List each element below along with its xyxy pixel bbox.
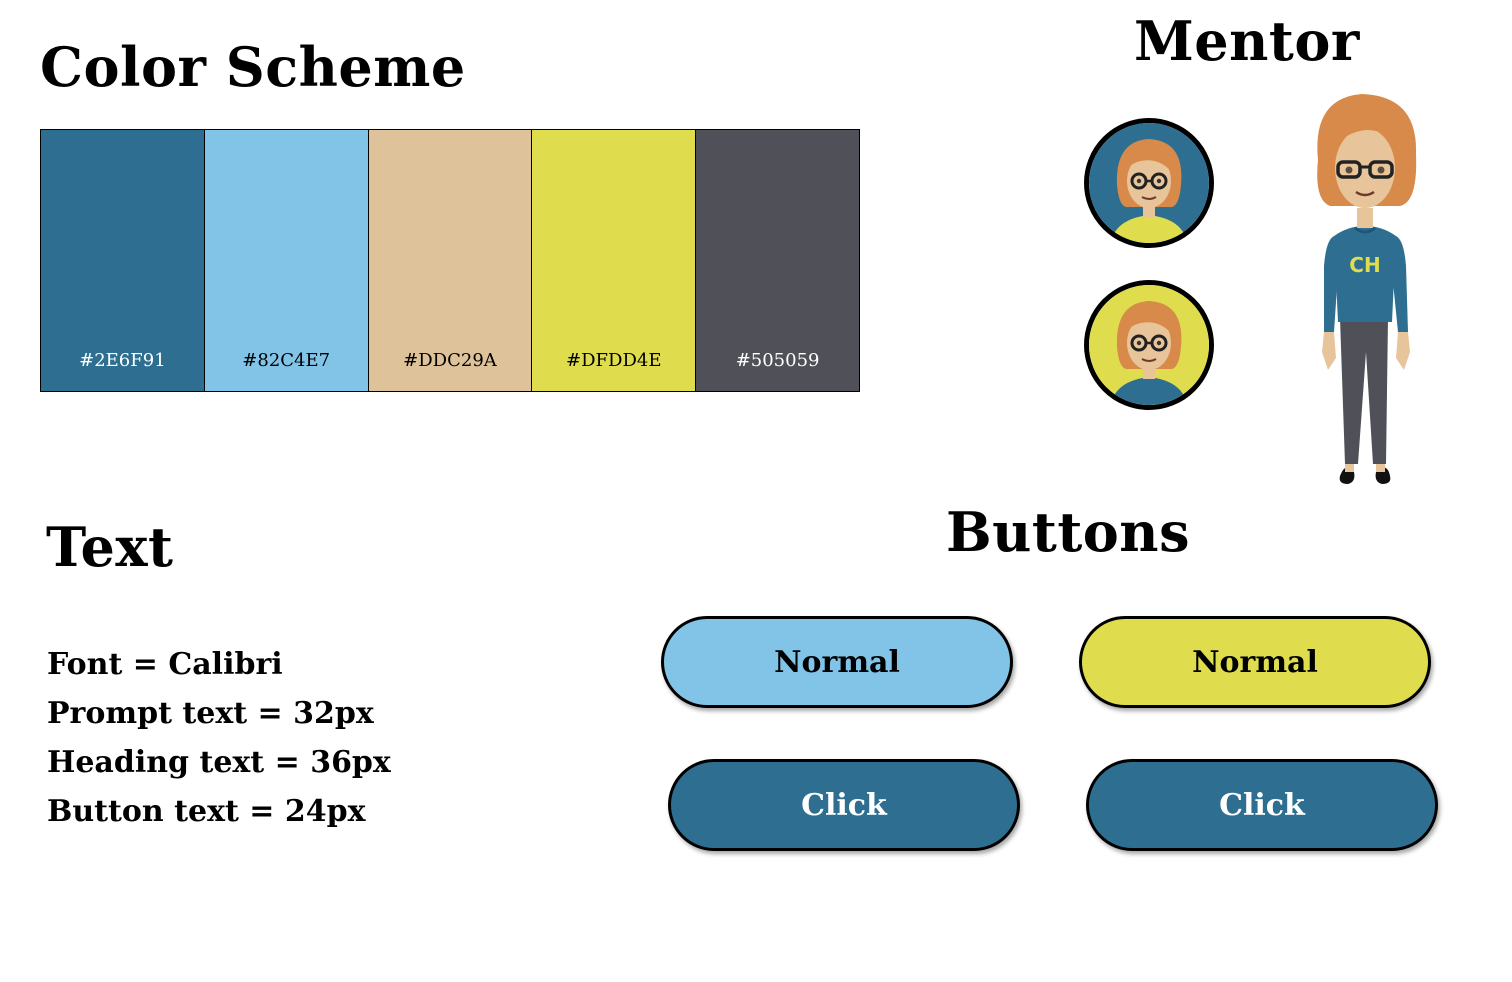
color-scheme-heading: Color Scheme	[40, 35, 466, 99]
color-swatch-5: #505059	[696, 130, 859, 391]
color-swatch-4: #DFDD4E	[532, 130, 697, 391]
normal-button-yellow[interactable]: Normal	[1079, 616, 1431, 708]
mentor-full-body-illustration: CH	[1317, 94, 1417, 484]
mentor-heading: Mentor	[1134, 9, 1360, 73]
prompt-text-spec: Prompt text = 32px	[47, 696, 374, 731]
mentor-avatar-blue	[1084, 118, 1214, 248]
swatch-hex-label: #DDC29A	[403, 350, 497, 371]
color-swatch-1: #2E6F91	[41, 130, 205, 391]
swatch-hex-label: #82C4E7	[242, 350, 331, 371]
buttons-heading: Buttons	[946, 500, 1190, 564]
font-spec: Font = Calibri	[47, 647, 283, 682]
shirt-text: CH	[1349, 253, 1380, 277]
swatch-hex-label: #DFDD4E	[566, 350, 662, 371]
swatch-hex-label: #505059	[735, 350, 820, 371]
mentor-avatar-yellow	[1084, 280, 1214, 410]
mentor-face-icon	[1089, 123, 1209, 243]
text-specs-list: Font = Calibri Prompt text = 32px Headin…	[47, 640, 391, 836]
swatch-hex-label: #2E6F91	[79, 350, 166, 371]
click-button-2[interactable]: Click	[1086, 759, 1438, 851]
color-swatch-3: #DDC29A	[368, 130, 533, 391]
click-button-1[interactable]: Click	[668, 759, 1020, 851]
color-palette: #2E6F91 #82C4E7 #DDC29A #DFDD4E #505059	[40, 129, 860, 392]
text-heading: Text	[46, 515, 174, 579]
color-swatch-2: #82C4E7	[204, 130, 369, 391]
heading-text-spec: Heading text = 36px	[47, 745, 391, 780]
normal-button-light-blue[interactable]: Normal	[661, 616, 1013, 708]
mentor-face-icon	[1089, 285, 1209, 405]
button-text-spec: Button text = 24px	[47, 794, 366, 829]
